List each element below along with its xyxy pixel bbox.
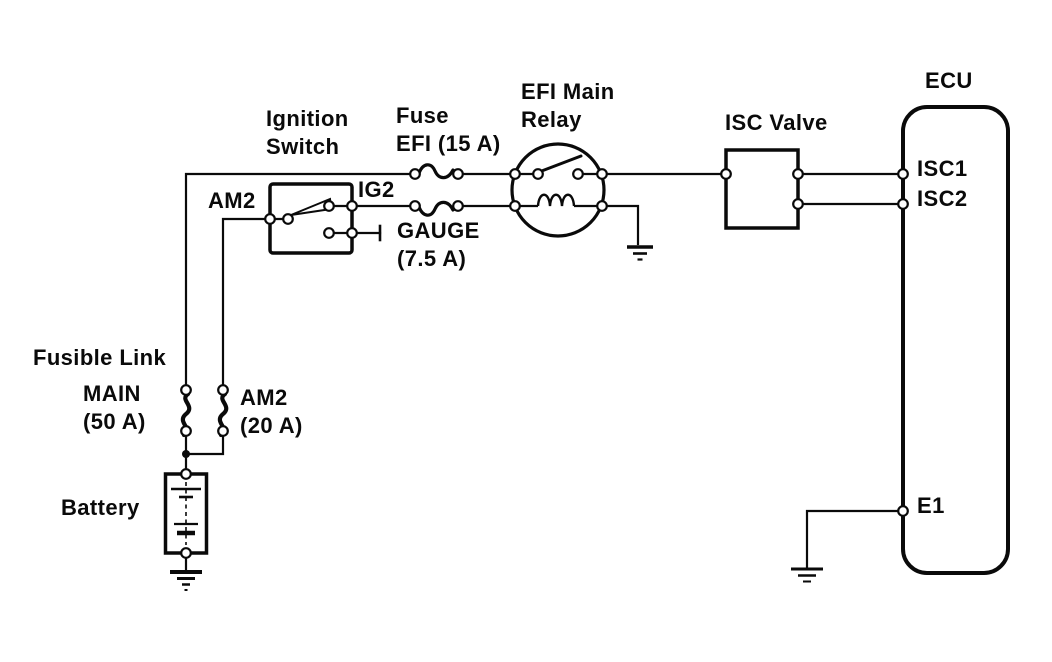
- relay-contact-blade: [537, 154, 583, 174]
- ignition-switch-label: Ignition Switch: [266, 106, 349, 159]
- terminal-dots: [180, 168, 909, 559]
- wires: [184, 172, 900, 572]
- ecu-label: ECU: [925, 68, 973, 93]
- switch-terminal-am2-label: AM2: [208, 188, 256, 213]
- wire-main-top: [184, 172, 512, 387]
- battery-ground-icon: [170, 570, 202, 591]
- relay-ground-icon: [627, 245, 653, 261]
- fuse-gauge-label: GAUGE (7.5 A): [397, 218, 480, 271]
- ecu-terminal-isc1-label: ISC1: [917, 156, 968, 181]
- isc-valve-box: [724, 148, 800, 230]
- wire-relay-coil-ground: [605, 204, 640, 246]
- efi-main-relay-symbol: [510, 142, 606, 238]
- isc-valve-label: ISC Valve: [725, 110, 828, 135]
- ecu-terminal-e1-label: E1: [917, 493, 945, 518]
- wire-valve-to-ecu: [801, 172, 900, 206]
- fusible-link-am2-label: AM2 (20 A): [240, 385, 303, 438]
- e1-ground-icon: [791, 567, 823, 583]
- efi-main-relay-label: EFI Main Relay: [521, 79, 615, 132]
- fuse-gauge-icon: [417, 200, 455, 217]
- fusible-link-main-label: MAIN (50 A): [83, 381, 146, 434]
- fuse-efi-icon: [417, 163, 455, 180]
- fuse-efi-label: Fuse EFI (15 A): [396, 103, 501, 156]
- wire-e1-ground: [805, 509, 900, 569]
- fusible-link-heading: Fusible Link: [33, 345, 167, 370]
- ecu-terminal-isc2-label: ISC2: [917, 186, 968, 211]
- ecu-box: [901, 105, 1010, 575]
- battery-label: Battery: [61, 495, 140, 520]
- junction-dot: [182, 450, 190, 458]
- battery-symbol: [163, 472, 209, 555]
- relay-coil: [536, 193, 576, 207]
- switch-terminal-ig2-label: IG2: [358, 177, 395, 202]
- wire-am2-feed: [221, 217, 267, 387]
